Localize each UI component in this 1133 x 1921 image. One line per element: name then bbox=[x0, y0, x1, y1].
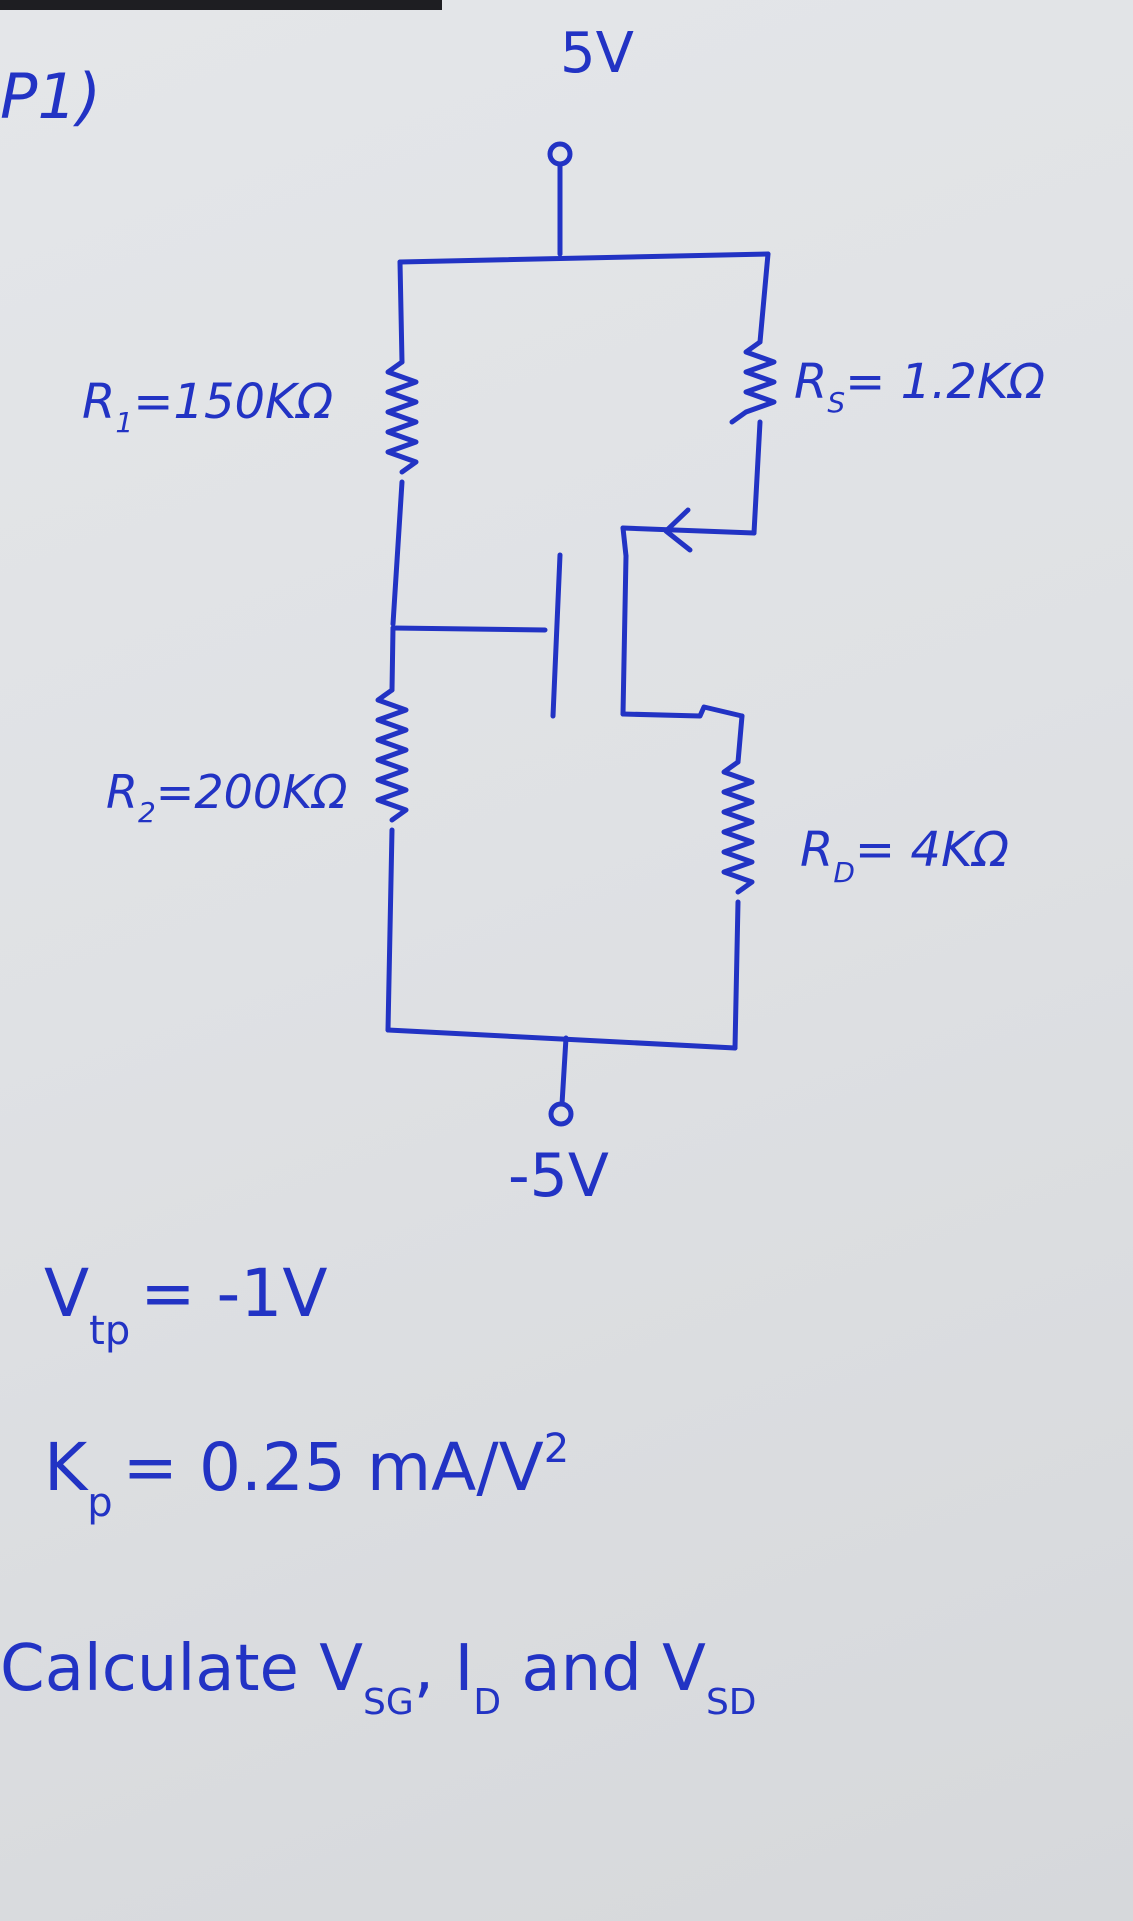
kp-line: Kp= 0.25 mA/V2 bbox=[44, 1426, 569, 1526]
vtp-subscript: tp bbox=[89, 1308, 130, 1354]
rs-subscript: S bbox=[827, 386, 845, 419]
r2-lower-wire bbox=[385, 827, 395, 1033]
bottom-rail-wire bbox=[385, 1027, 738, 1051]
task-prefix: Calculate V bbox=[0, 1632, 363, 1706]
task-mid-vsd: and V bbox=[501, 1632, 706, 1706]
kp-exponent: 2 bbox=[544, 1426, 569, 1472]
rs-value: = 1.2KΩ bbox=[845, 354, 1045, 410]
vtp-symbol: V bbox=[44, 1255, 89, 1332]
vtp-line: Vtp= -1V bbox=[44, 1255, 327, 1354]
r1-name: R bbox=[82, 374, 115, 430]
r2-value: =200KΩ bbox=[156, 765, 348, 819]
rs-resistor-symbol bbox=[729, 339, 777, 425]
r2-resistor-symbol bbox=[375, 687, 409, 823]
drain-wire bbox=[620, 704, 745, 719]
task-sub-d: D bbox=[473, 1682, 501, 1723]
top-rail-wire bbox=[397, 251, 771, 265]
kp-symbol: K bbox=[44, 1429, 89, 1506]
r2-upper-wire bbox=[389, 625, 396, 693]
rd-subscript: D bbox=[833, 856, 855, 889]
kp-subscript: p bbox=[87, 1480, 112, 1526]
rd-name: R bbox=[800, 822, 833, 878]
gate-plate bbox=[550, 552, 563, 719]
kp-value: = 0.25 mA/V bbox=[123, 1429, 544, 1506]
rd-lower-wire bbox=[732, 899, 741, 1051]
r1-label: R1=150KΩ bbox=[82, 374, 334, 439]
source-wire bbox=[620, 525, 757, 536]
task-sub-sg: SG bbox=[363, 1682, 414, 1723]
r2-subscript: 2 bbox=[138, 796, 156, 829]
bottom-terminal bbox=[548, 1035, 574, 1127]
r2-label: R2=200KΩ bbox=[106, 765, 347, 829]
r1-value: =150KΩ bbox=[133, 374, 333, 430]
top-edge-bar bbox=[0, 0, 442, 10]
rd-value: = 4KΩ bbox=[855, 822, 1009, 878]
rs-name: R bbox=[794, 354, 827, 410]
rs-lower-wire bbox=[751, 419, 763, 536]
r1-resistor-symbol bbox=[385, 359, 419, 475]
rs-label: RS= 1.2KΩ bbox=[794, 354, 1045, 419]
rd-resistor-symbol bbox=[721, 759, 755, 895]
r1-upper-wire bbox=[397, 259, 405, 365]
task-mid-id: , I bbox=[414, 1632, 474, 1706]
bottom-voltage-label: -5V bbox=[508, 1141, 609, 1211]
vtp-value: = -1V bbox=[140, 1255, 327, 1332]
task-sub-sd: SD bbox=[706, 1682, 757, 1723]
top-voltage-label: 5V bbox=[560, 21, 634, 86]
rd-label: RD= 4KΩ bbox=[800, 822, 1009, 889]
pmos-channel bbox=[620, 553, 629, 717]
r1-subscript: 1 bbox=[115, 406, 133, 439]
top-terminal bbox=[547, 141, 573, 257]
rd-upper-wire bbox=[735, 713, 745, 765]
rs-upper-wire bbox=[757, 251, 771, 345]
gate-wire bbox=[390, 625, 548, 633]
r1-lower-wire bbox=[390, 479, 405, 627]
problem-label: P1) bbox=[0, 60, 101, 133]
source-stub bbox=[620, 525, 629, 559]
task-line: Calculate VSG, ID and VSD bbox=[0, 1632, 757, 1723]
r2-name: R bbox=[106, 765, 138, 819]
source-arrow bbox=[663, 507, 693, 553]
